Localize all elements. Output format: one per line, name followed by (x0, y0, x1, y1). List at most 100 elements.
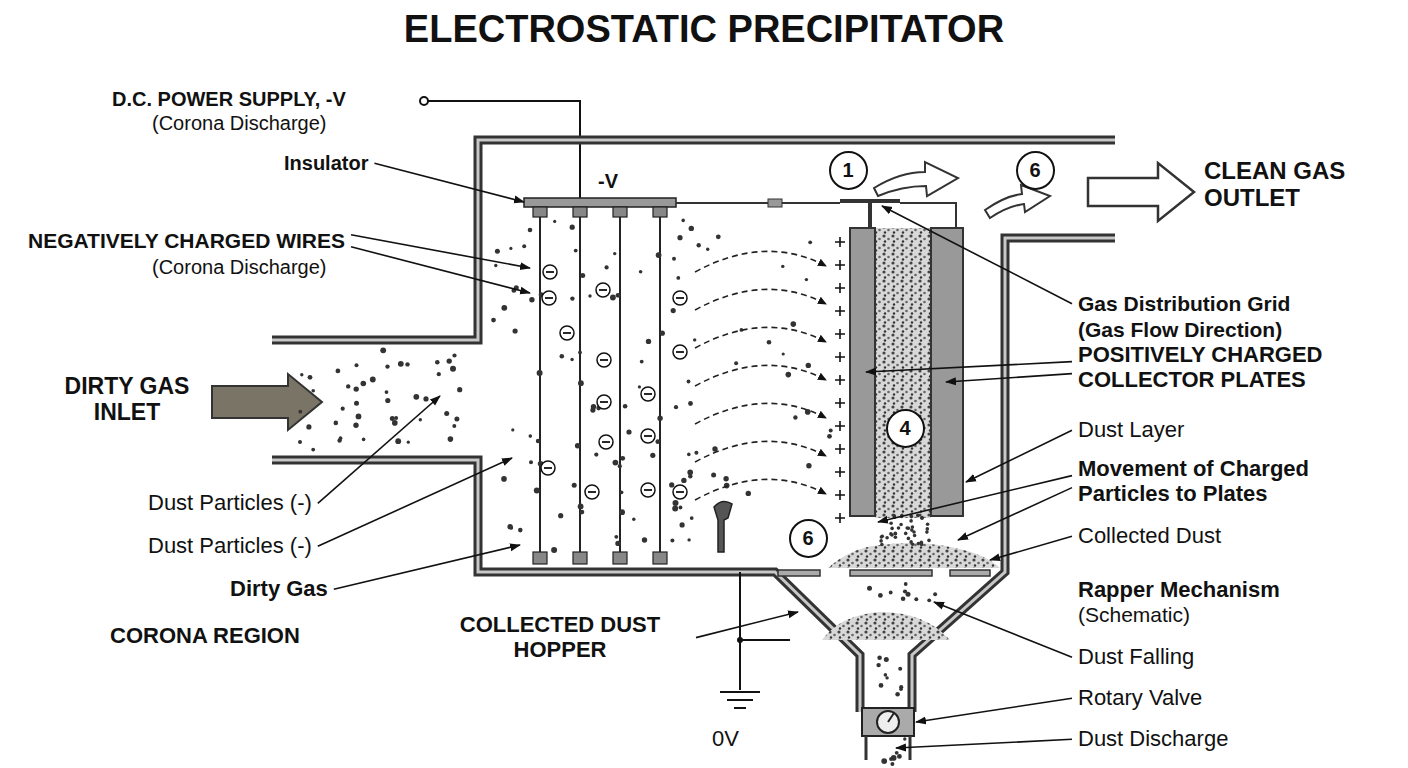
dust-particle (914, 597, 918, 601)
dust-particle (437, 372, 441, 376)
dust-particle (657, 416, 662, 421)
dust-particle (879, 683, 884, 688)
falling-dust (890, 533, 894, 537)
dust-particle (680, 522, 685, 527)
dust-particle (334, 421, 339, 426)
dust-particle (361, 381, 367, 387)
dust-particle (723, 476, 728, 481)
dust-particle (827, 434, 832, 439)
flow-arrow (985, 185, 1050, 218)
falling-dust (926, 527, 930, 531)
dust-particle (311, 448, 315, 452)
leader-line (946, 374, 1072, 382)
ground-wire (740, 572, 790, 690)
dust-particle (829, 429, 833, 433)
leader-line (882, 206, 1072, 304)
leader-line (696, 612, 798, 638)
dust-particle (353, 423, 358, 428)
housing (272, 140, 1115, 712)
negative-charge-symbol (588, 491, 596, 493)
dust-particle (311, 389, 315, 393)
supply-wire (428, 101, 580, 200)
positive-charge-symbol (835, 375, 845, 385)
label: NEGATIVELY CHARGED WIRES (28, 229, 345, 253)
positive-charge-symbol (835, 467, 845, 477)
hopper-dust (822, 612, 950, 640)
dust-particle (575, 443, 580, 448)
label: (Corona Discharge) (152, 112, 327, 134)
dust-particle (580, 273, 585, 278)
falling-dust (909, 519, 913, 523)
leader-line (866, 362, 1072, 372)
leader-line (318, 396, 440, 503)
dust-particle (448, 436, 454, 442)
dust-particle (495, 249, 500, 254)
dust-particle (616, 293, 621, 298)
label: (Gas Flow Direction) (1078, 318, 1282, 342)
label: Rapper Mechanism (1078, 578, 1280, 603)
dust-particle (308, 375, 313, 380)
dust-particle (885, 676, 888, 679)
negative-charge-symbol (543, 265, 557, 279)
dust-particle (632, 518, 635, 521)
dust-particle (370, 377, 376, 383)
dust-particle (933, 592, 937, 596)
dust-particle (677, 235, 682, 240)
dust-particle (578, 504, 584, 510)
particle-trajectory (695, 441, 826, 462)
falling-dust (917, 542, 921, 546)
dust-particle (646, 339, 651, 344)
label: Dust Discharge (1078, 727, 1228, 752)
falling-dust (897, 526, 901, 530)
dust-particle (706, 248, 709, 251)
dust-particle (674, 405, 678, 409)
dust-particle (890, 762, 894, 766)
dust-particle (672, 506, 678, 512)
dust-particle (650, 453, 655, 458)
collected-dust (828, 543, 1000, 568)
callout-text: 6 (802, 527, 813, 550)
falling-dust (894, 532, 898, 536)
dust-particle (537, 370, 543, 376)
dust-particle (619, 509, 625, 515)
leader-line (334, 545, 520, 589)
dust-particle (578, 380, 584, 386)
dust-particle (407, 441, 410, 444)
dust-particle (613, 252, 616, 255)
insulator-blocks (533, 207, 667, 564)
falling-dust (894, 532, 898, 536)
dust-particle (672, 257, 676, 261)
positive-charge-symbol (835, 237, 845, 247)
dust-particle (346, 384, 350, 388)
label: Dust Particles (-) (148, 491, 312, 516)
dust-particle (693, 338, 696, 341)
dust-particle (457, 387, 462, 392)
negative-charge-symbol (563, 332, 571, 334)
dust-particle (518, 528, 523, 533)
dust-particle (793, 415, 797, 419)
particle-trajectory (695, 251, 826, 272)
falling-dust (899, 523, 903, 527)
leader-line (318, 458, 512, 546)
dust-particle (588, 294, 591, 297)
falling-dust (907, 537, 911, 541)
dust-particle (670, 539, 674, 543)
dust-particle (578, 351, 582, 355)
dust-particle (454, 416, 459, 421)
label: COLLECTED DUST HOPPER (430, 613, 690, 662)
falling-dust (879, 539, 883, 543)
leader-line (351, 247, 530, 293)
negative-charge-symbol (673, 345, 687, 359)
dust-particle (450, 366, 456, 372)
dust-particle (656, 252, 662, 258)
label: (Schematic) (1078, 603, 1190, 627)
label: 0V (712, 727, 739, 752)
dust-particle (642, 537, 647, 542)
particle-trajectory (695, 403, 826, 424)
outlet-arrow (1088, 163, 1194, 221)
dust-particle (620, 456, 625, 461)
positive-charge-symbol (835, 283, 845, 293)
dust-particle (694, 451, 698, 455)
dust-particle (898, 667, 902, 671)
